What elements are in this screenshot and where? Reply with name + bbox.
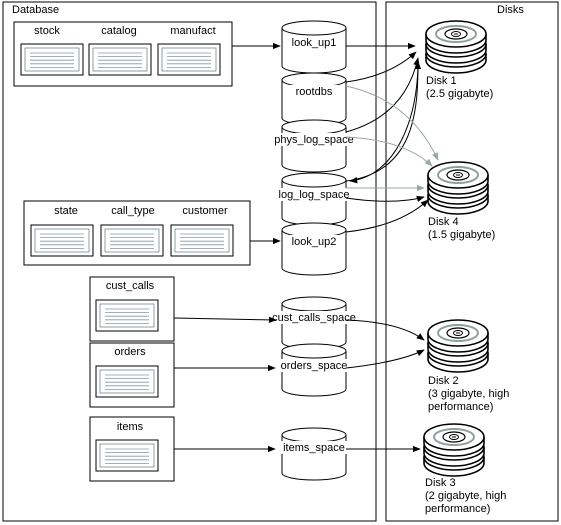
table-label-items: items [117, 421, 144, 433]
table-icon-stock [20, 43, 84, 76]
dbspace-label-log-log-space: log_log_space [279, 189, 350, 201]
table-label-state: state [54, 205, 78, 217]
table-label-cust-calls: cust_calls [106, 280, 155, 292]
dbspace-label-orders-space: orders_space [281, 360, 348, 372]
table-icon-call-type [100, 224, 164, 257]
arrow-disk1-log-log [349, 61, 419, 184]
table-group-2: state call_type customer [23, 200, 251, 266]
table-icon-catalog [88, 43, 152, 76]
disk-capacity: performance) [428, 401, 493, 413]
disk-label: Disk 3 [425, 477, 456, 489]
dbspace-label-phys-log-space: phys_log_space [274, 134, 354, 146]
table-icon-items [95, 439, 159, 472]
disk-capacity: performance) [425, 503, 490, 515]
dbspace-label-rootdbs: rootdbs [296, 86, 333, 98]
table-group-1: stock catalog manufact [13, 21, 233, 87]
table-icon-state [30, 224, 94, 257]
disk-stack-icon [423, 423, 485, 477]
database-label: Database [12, 4, 59, 16]
disk-stack-icon [427, 319, 489, 373]
disk-disk-1: Disk 1(2.5 gigabyte) [425, 20, 493, 100]
table-label-orders: orders [114, 346, 146, 358]
disk-capacity: (2.5 gigabyte) [426, 88, 493, 100]
arrow-look-up2-disk4 [345, 199, 429, 233]
dbspace-log-log-space: log_log_space [270, 172, 358, 226]
dbspace-label-items-space: items_space [283, 442, 345, 454]
arrow-rootdbs-disk1 [345, 51, 417, 83]
dbspace-label-cust-calls-space: cust_calls_space [272, 312, 356, 324]
disk-capacity: (2 gigabyte, high [425, 490, 506, 502]
dbspace-phys-log-space: phys_log_space [267, 119, 361, 173]
table-label-manufact: manufact [170, 25, 215, 37]
table-group-5: items [89, 416, 175, 482]
arrow-phys-log-disk4 [345, 136, 433, 167]
disk-capacity: (3 gigabyte, high [428, 388, 509, 400]
table-group-3: cust_calls [89, 276, 175, 342]
dbspace-label-look-up2: look_up2 [292, 236, 337, 248]
dbspace-items-space: items_space [276, 427, 352, 481]
arrow-orders-disk2 [345, 349, 425, 369]
disks-label: Disks [497, 4, 524, 16]
table-label-customer: customer [182, 205, 228, 217]
disk-label: Disk 1 [426, 75, 457, 87]
table-label-call-type: call_type [111, 205, 154, 217]
table-group-4: orders [89, 342, 175, 408]
disk-capacity: (1.5 gigabyte) [428, 229, 495, 241]
dbspace-label-look-up1: look_up1 [292, 37, 337, 49]
disk-stack-icon [425, 20, 487, 74]
disk-label: Disk 4 [428, 216, 459, 228]
arrow-cust-calls-space [173, 316, 277, 324]
dbspace-look-up1: look_up1 [281, 20, 347, 74]
dbspace-look-up2: look_up2 [281, 222, 347, 276]
arrow-rootdbs-disk4 [345, 85, 439, 161]
disk-stack-icon [427, 161, 489, 215]
table-label-catalog: catalog [101, 25, 136, 37]
dbspace-orders-space: orders_space [273, 343, 355, 397]
disk-disk-4: Disk 4(1.5 gigabyte) [427, 161, 495, 241]
table-icon-manufact [157, 43, 221, 76]
dbspace-cust-calls-space: cust_calls_space [261, 296, 367, 350]
table-icon-orders [95, 365, 159, 398]
dbspace-rootdbs: rootdbs [281, 72, 347, 126]
table-icon-cust-calls [95, 299, 159, 332]
disk-label: Disk 2 [428, 375, 459, 387]
table-icon-customer [170, 224, 234, 257]
arrow-log-log-space-disk4 [345, 195, 425, 202]
arrow-cust-calls-disk2 [345, 319, 425, 341]
table-label-stock: stock [34, 25, 60, 37]
